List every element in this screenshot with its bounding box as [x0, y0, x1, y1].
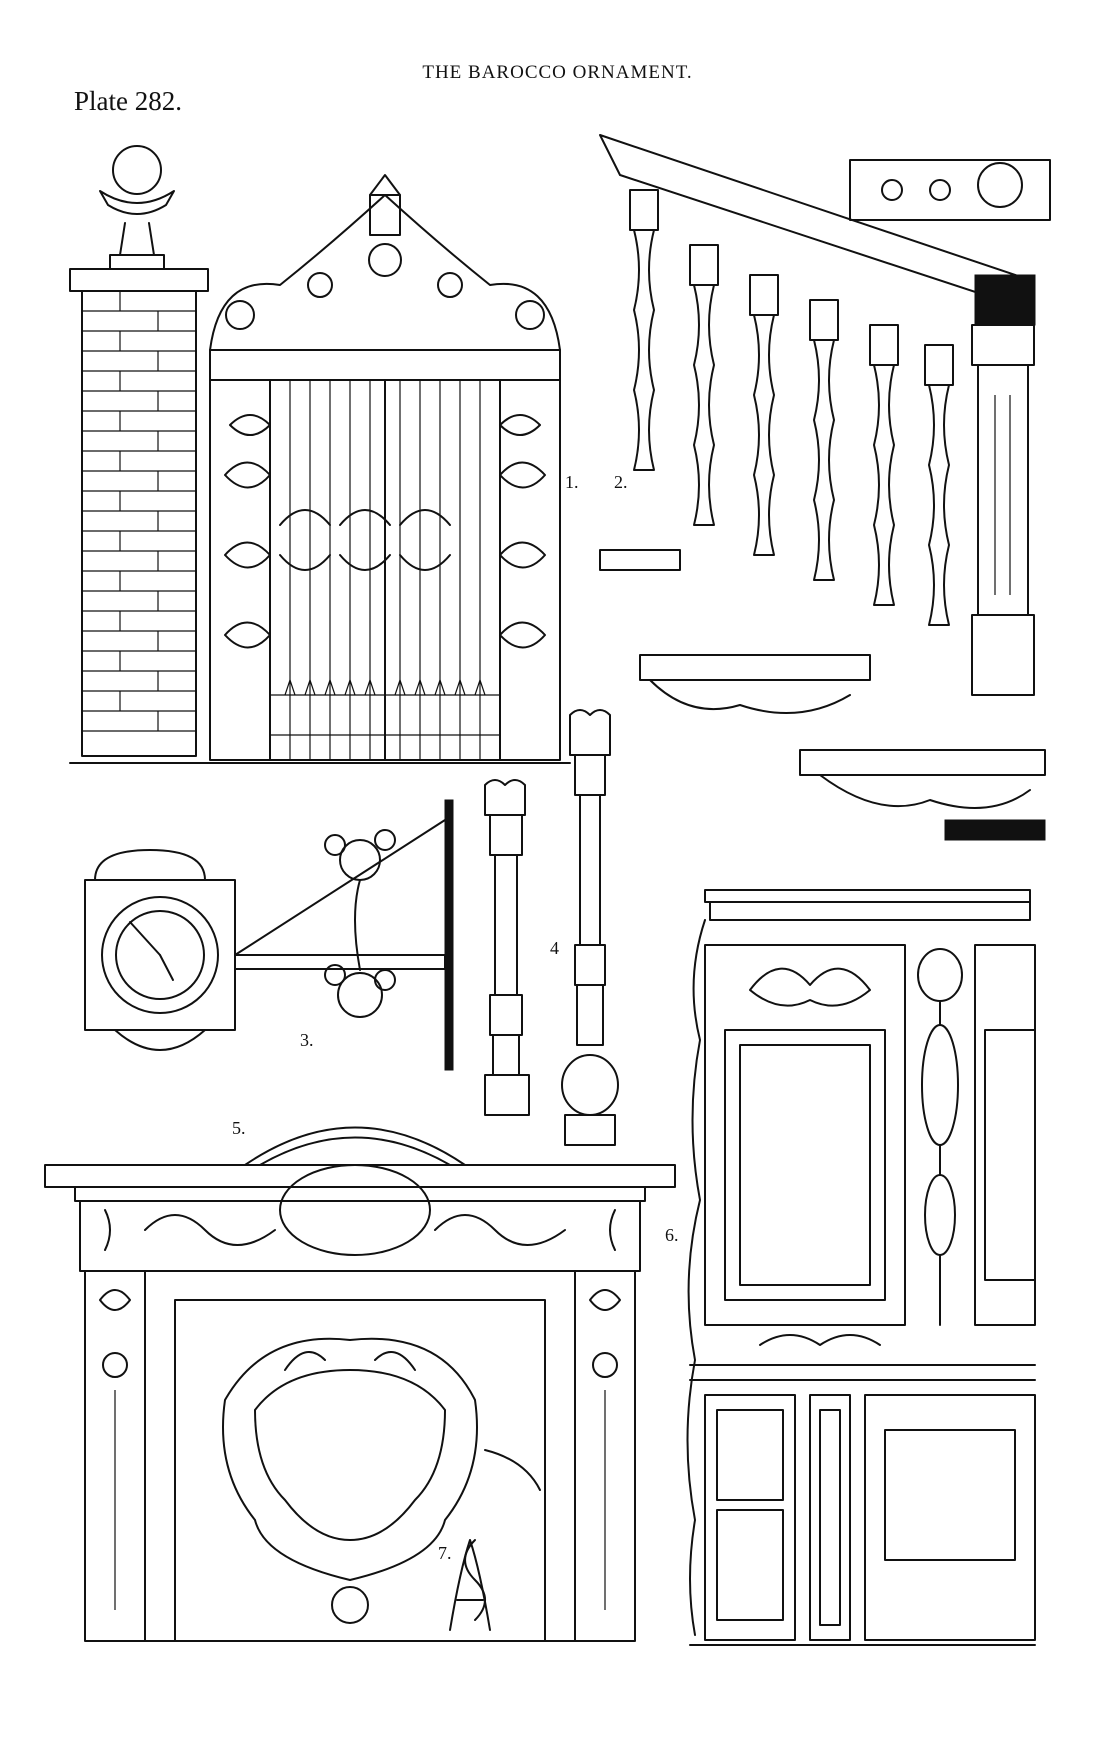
figure-2-staircase-illustration — [599, 134, 1051, 841]
figure-1-gate-illustration — [69, 145, 571, 764]
figure-2-label: 2. — [614, 472, 628, 492]
balusters — [629, 189, 954, 626]
figure-5-chimneypiece-illustration — [44, 1126, 676, 1642]
figure-3-clock-illustration — [84, 799, 454, 1071]
figure-3-label: 3. — [300, 1030, 314, 1050]
plate-number: Plate 282. — [74, 86, 182, 116]
running-head: THE BAROCCO ORNAMENT. — [422, 62, 693, 83]
newel-post — [971, 324, 1035, 696]
monogram — [449, 1539, 491, 1631]
figure-7-cartouche — [222, 1337, 541, 1624]
figure-4-balusters-illustration — [484, 709, 619, 1146]
carved-fruit-drop — [917, 948, 963, 1326]
gate-frame — [209, 174, 561, 761]
figure-6-label: 6. — [665, 1225, 679, 1245]
figure-7-label: 7. — [438, 1543, 452, 1563]
figure-1-label: 1. — [565, 472, 579, 492]
brick-pier — [69, 145, 209, 757]
figure-6-panelling-illustration — [686, 889, 1036, 1646]
figure-5-label: 5. — [232, 1118, 246, 1138]
figure-4-label: 4 — [550, 938, 559, 958]
